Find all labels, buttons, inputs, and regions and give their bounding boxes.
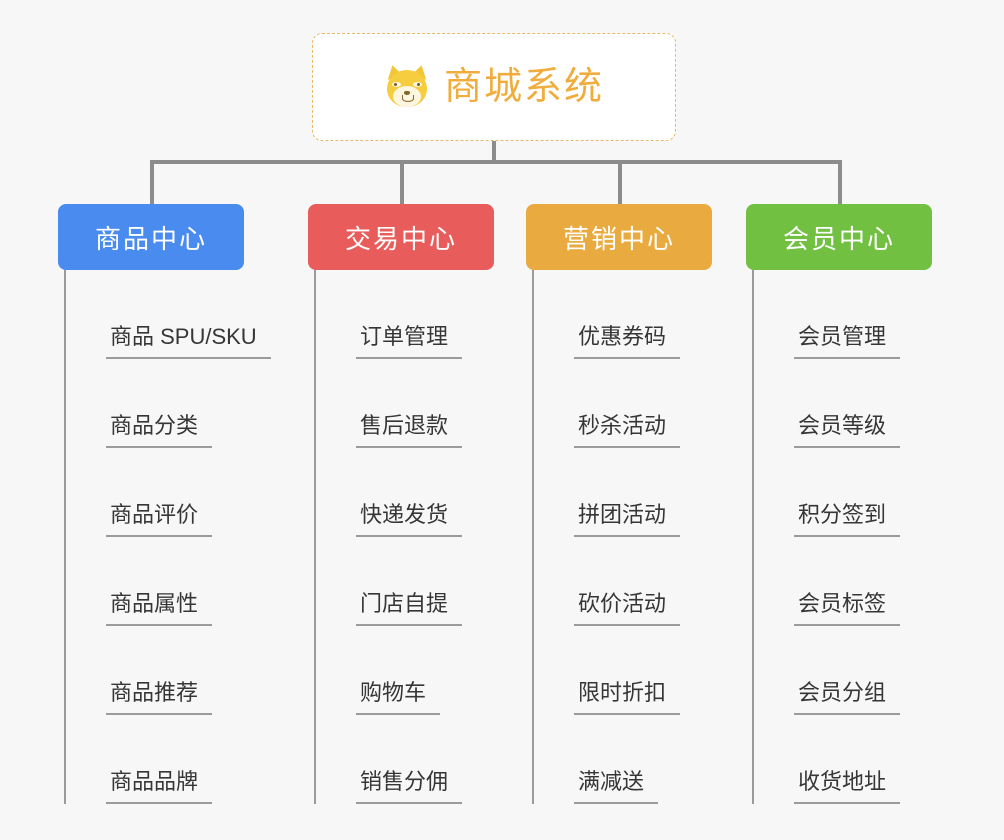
leaf-list-trade-center: 订单管理 售后退款 快递发货 门店自提 购物车 销售分佣	[314, 270, 528, 804]
leaf-list-marketing-center: 优惠券码 秒杀活动 拼团活动 砍价活动 限时折扣 满减送	[532, 270, 746, 804]
leaf-item[interactable]: 限时折扣	[534, 626, 746, 715]
leaf-item[interactable]: 收货地址	[754, 715, 966, 804]
leaf-label: 商品品牌	[106, 769, 213, 804]
leaf-label: 商品属性	[106, 591, 213, 626]
connector-horizontal-bar	[150, 160, 842, 164]
leaf-item[interactable]: 优惠券码	[534, 270, 746, 359]
branch-column-marketing-center: 营销中心 优惠券码 秒杀活动 拼团活动 砍价活动 限时折扣 满减送	[526, 204, 746, 804]
leaf-label: 满减送	[574, 769, 659, 804]
branch-column-product-center: 商品中心 商品 SPU/SKU 商品分类 商品评价 商品属性 商品推荐 商品品牌	[58, 204, 278, 804]
leaf-item[interactable]: 会员管理	[754, 270, 966, 359]
connector-drop-3	[618, 160, 622, 204]
leaf-item[interactable]: 商品 SPU/SKU	[66, 270, 278, 359]
root-node-title: 商城系统	[443, 66, 604, 108]
category-header-product-center[interactable]: 商品中心	[58, 204, 244, 270]
leaf-label: 限时折扣	[574, 680, 681, 715]
leaf-item[interactable]: 购物车	[316, 626, 528, 715]
connector-drop-1	[150, 160, 154, 204]
leaf-label: 拼团活动	[574, 502, 681, 537]
connector-root-stem	[492, 141, 496, 163]
leaf-list-member-center: 会员管理 会员等级 积分签到 会员标签 会员分组 收货地址	[752, 270, 966, 804]
leaf-item[interactable]: 商品分类	[66, 359, 278, 448]
leaf-label: 会员等级	[794, 413, 901, 448]
leaf-label: 优惠券码	[574, 324, 681, 359]
leaf-label: 收货地址	[794, 769, 901, 804]
leaf-label: 门店自提	[356, 591, 463, 626]
leaf-item[interactable]: 销售分佣	[316, 715, 528, 804]
leaf-list-product-center: 商品 SPU/SKU 商品分类 商品评价 商品属性 商品推荐 商品品牌	[64, 270, 278, 804]
connector-drop-4	[838, 160, 842, 204]
leaf-label: 商品评价	[106, 502, 213, 537]
connector-drop-2	[400, 160, 404, 204]
shiba-dog-face-icon	[384, 63, 430, 110]
branch-column-trade-center: 交易中心 订单管理 售后退款 快递发货 门店自提 购物车 销售分佣	[308, 204, 528, 804]
category-title: 会员中心	[782, 223, 895, 254]
leaf-item[interactable]: 订单管理	[316, 270, 528, 359]
leaf-label: 快递发货	[356, 502, 463, 537]
leaf-label: 会员标签	[794, 591, 901, 626]
leaf-label: 商品分类	[106, 413, 213, 448]
leaf-item[interactable]: 商品推荐	[66, 626, 278, 715]
leaf-item[interactable]: 积分签到	[754, 448, 966, 537]
leaf-item[interactable]: 会员分组	[754, 626, 966, 715]
category-title: 营销中心	[562, 223, 675, 254]
leaf-item[interactable]: 秒杀活动	[534, 359, 746, 448]
leaf-item[interactable]: 商品评价	[66, 448, 278, 537]
leaf-item[interactable]: 快递发货	[316, 448, 528, 537]
category-title: 商品中心	[94, 223, 207, 254]
leaf-item[interactable]: 满减送	[534, 715, 746, 804]
leaf-item[interactable]: 商品属性	[66, 537, 278, 626]
leaf-item[interactable]: 售后退款	[316, 359, 528, 448]
category-header-member-center[interactable]: 会员中心	[746, 204, 932, 270]
leaf-label: 购物车	[356, 680, 441, 715]
category-header-trade-center[interactable]: 交易中心	[308, 204, 494, 270]
leaf-item[interactable]: 拼团活动	[534, 448, 746, 537]
leaf-label: 秒杀活动	[574, 413, 681, 448]
leaf-label: 售后退款	[356, 413, 463, 448]
leaf-label: 订单管理	[356, 324, 463, 359]
branch-column-member-center: 会员中心 会员管理 会员等级 积分签到 会员标签 会员分组 收货地址	[746, 204, 966, 804]
leaf-label: 商品 SPU/SKU	[106, 324, 271, 359]
leaf-item[interactable]: 门店自提	[316, 537, 528, 626]
leaf-label: 会员分组	[794, 680, 901, 715]
leaf-label: 会员管理	[794, 324, 901, 359]
leaf-label: 积分签到	[794, 502, 901, 537]
leaf-label: 商品推荐	[106, 680, 213, 715]
leaf-item[interactable]: 会员标签	[754, 537, 966, 626]
root-node-shopping-mall-system[interactable]: 商城系统	[312, 33, 676, 141]
leaf-label: 砍价活动	[574, 591, 681, 626]
leaf-label: 销售分佣	[356, 769, 463, 804]
category-header-marketing-center[interactable]: 营销中心	[526, 204, 712, 270]
leaf-item[interactable]: 会员等级	[754, 359, 966, 448]
leaf-item[interactable]: 砍价活动	[534, 537, 746, 626]
category-title: 交易中心	[344, 223, 457, 254]
leaf-item[interactable]: 商品品牌	[66, 715, 278, 804]
